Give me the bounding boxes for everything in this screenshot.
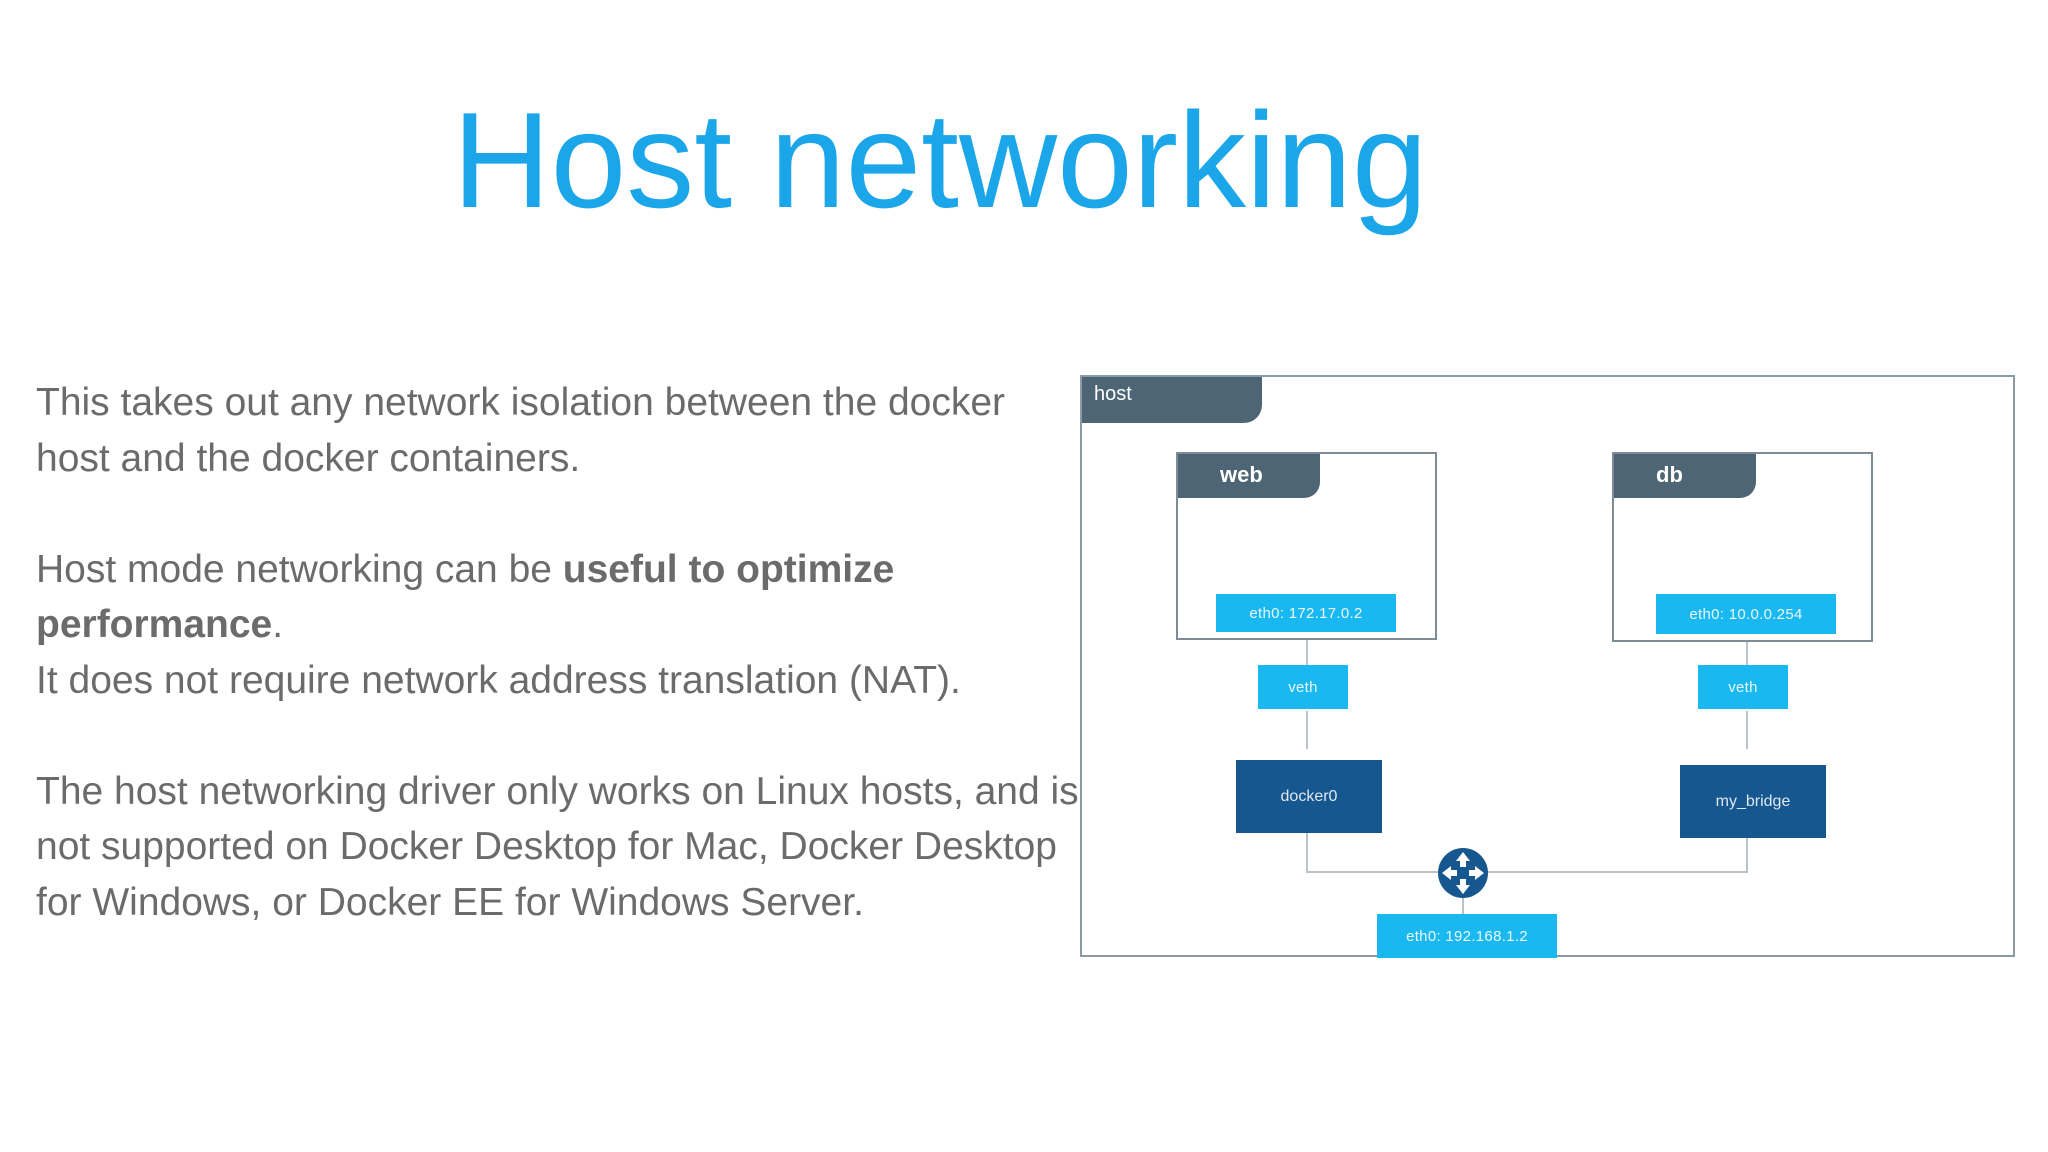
- host-eth0-interface: eth0: 192.168.1.2: [1377, 914, 1557, 958]
- performance-emphasis: useful to optimize performance: [36, 547, 895, 647]
- paragraph-performance: Host mode networking can be useful to op…: [36, 542, 1086, 653]
- connector-line: [1746, 711, 1748, 749]
- paragraph-isolation: This takes out any network isolation bet…: [36, 381, 1006, 480]
- web-eth0-interface: eth0: 172.17.0.2: [1216, 594, 1396, 632]
- host-network-diagram: host web eth0: 172.17.0.2 veth docker0 d…: [1080, 375, 2015, 958]
- web-container: web eth0: 172.17.0.2: [1176, 452, 1437, 640]
- paragraph-platform-support: The host networking driver only works on…: [36, 769, 1079, 924]
- docker0-bridge: docker0: [1236, 760, 1382, 833]
- connector-line: [1306, 633, 1308, 687]
- connector-line: [1746, 830, 1748, 872]
- my-bridge: my_bridge: [1680, 765, 1826, 838]
- db-container-label: db: [1614, 454, 1756, 498]
- connector-line: [1306, 830, 1308, 872]
- body-text: This takes out any network isolation bet…: [36, 375, 1086, 930]
- db-eth0-interface: eth0: 10.0.0.254: [1656, 594, 1836, 634]
- spacer: [36, 486, 1086, 542]
- connector-line: [1306, 871, 1748, 873]
- spacer: [36, 708, 1086, 764]
- db-container: db eth0: 10.0.0.254: [1612, 452, 1873, 642]
- connector-line: [1746, 633, 1748, 687]
- db-veth: veth: [1698, 665, 1788, 709]
- web-veth: veth: [1258, 665, 1348, 709]
- connector-line: [1306, 711, 1308, 749]
- router-icon: [1438, 848, 1488, 898]
- performance-period: .: [272, 603, 284, 646]
- host-label: host: [1082, 377, 1262, 423]
- page-title: Host networking: [452, 84, 1428, 236]
- web-container-label: web: [1178, 454, 1320, 498]
- paragraph-nat: It does not require network address tran…: [36, 658, 961, 702]
- connector-line: [1462, 897, 1464, 925]
- performance-text: Host mode networking can be: [36, 547, 563, 591]
